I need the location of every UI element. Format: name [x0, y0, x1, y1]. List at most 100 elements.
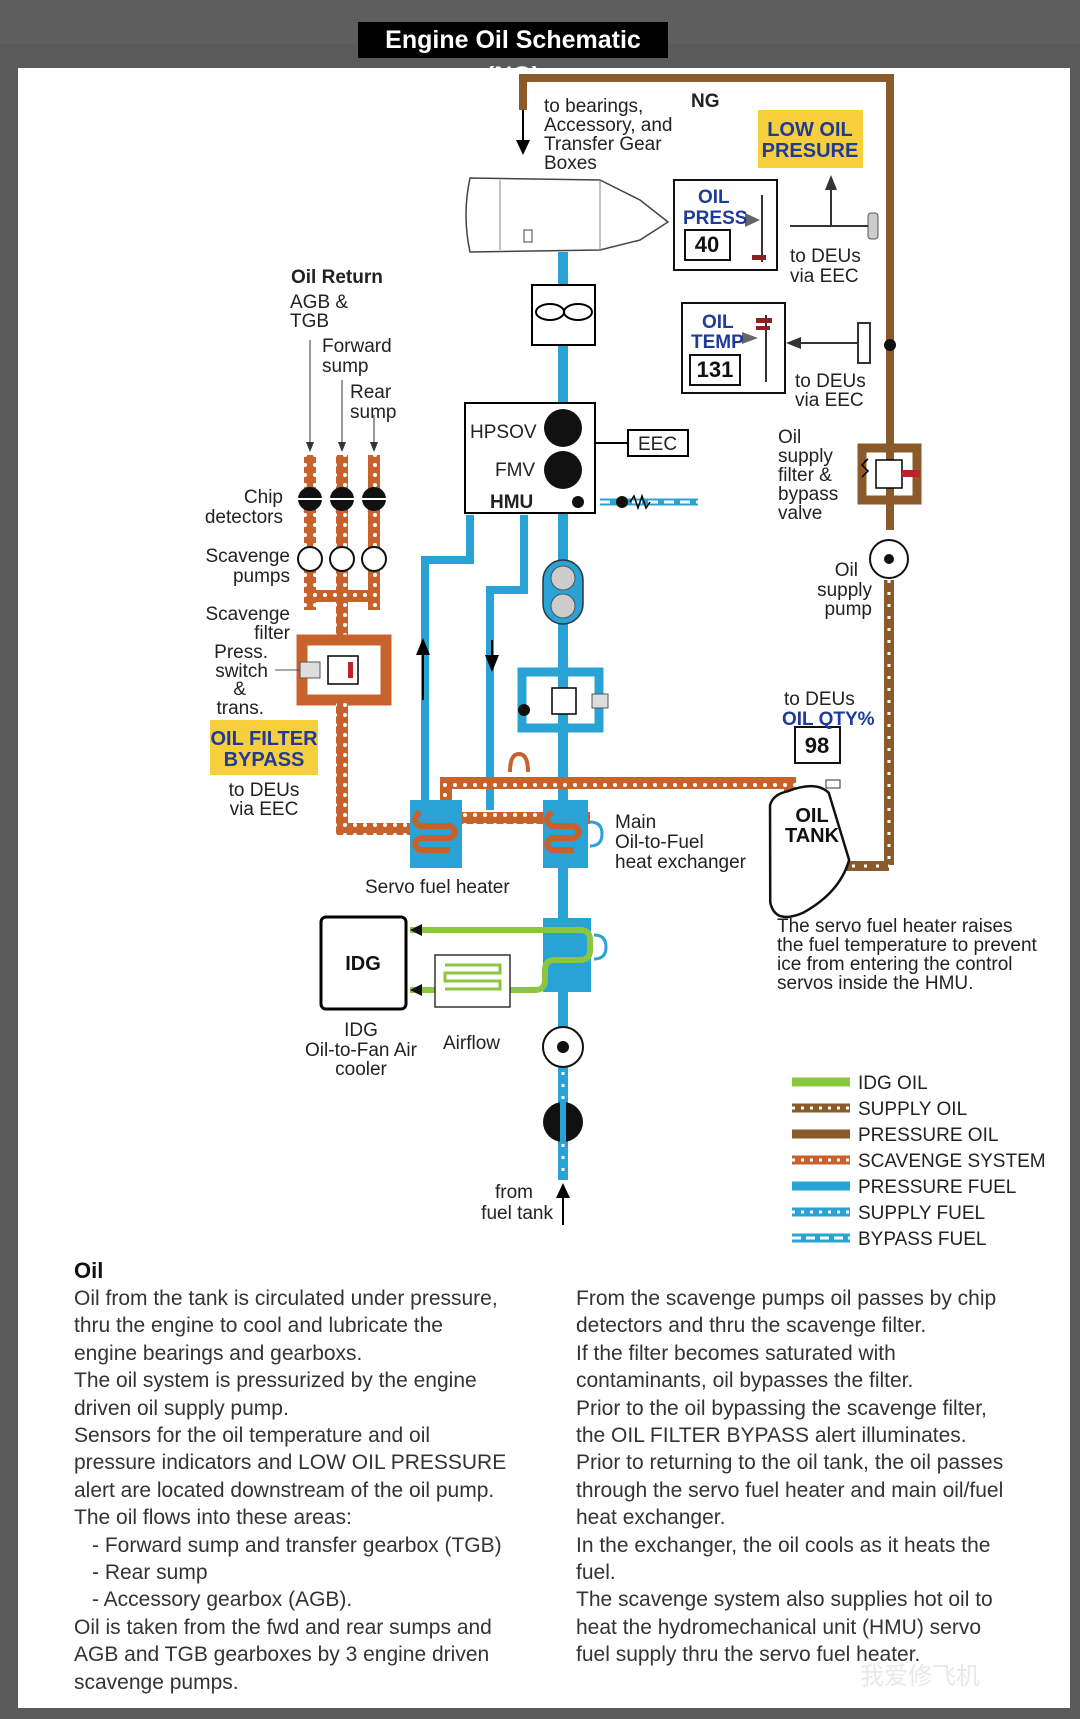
oil-return-arrows [306, 340, 378, 452]
oil-tank-label: OIL TANK [785, 805, 840, 847]
svg-text:Oil: Oil [835, 560, 858, 581]
legend-label: SUPPLY FUEL [858, 1203, 985, 1224]
low-oil-pressure-text: LOW OIL PRESURE [762, 119, 859, 162]
servo-fuel-heater-label: Servo fuel heater [365, 877, 510, 898]
chip-detectors-label: Chip detectors [205, 487, 283, 528]
svg-text:supply: supply [817, 580, 872, 601]
svg-text:servos inside the HMU.: servos inside the HMU. [777, 973, 973, 994]
svg-text:TANK: TANK [785, 825, 840, 847]
low-oil-pressure-alert [758, 110, 863, 168]
fuel-boost-pump-icon [542, 1026, 584, 1068]
idg-label: IDG [345, 953, 381, 975]
svg-text:OIL: OIL [698, 187, 730, 208]
svg-text:PRESS: PRESS [683, 208, 747, 229]
svg-text:sump: sump [350, 402, 396, 423]
hpsov-label: HPSOV [470, 422, 537, 443]
forward-sump-label: Forward sump [322, 336, 392, 377]
from-fuel-tank-label: from fuel tank [481, 1182, 553, 1224]
temp-sensor-small-icon [508, 751, 530, 773]
svg-text:to DEUs: to DEUs [790, 246, 861, 267]
scavenge-filter-label: Scavenge filter [205, 604, 290, 644]
rear-sump-label: Rear sump [350, 382, 396, 423]
fuel-check-valve-icon [543, 1102, 583, 1142]
pressure-fuel-lines [416, 252, 568, 1040]
svg-text:Transfer Gear: Transfer Gear [544, 134, 662, 155]
chip-detector-icons [296, 487, 388, 511]
text-line: the OIL FILTER BYPASS alert illuminates. [576, 1424, 967, 1448]
legend-label: IDG OIL [858, 1073, 928, 1094]
svg-text:trans.: trans. [216, 698, 264, 719]
engine-icon [465, 177, 670, 253]
svg-text:filter &: filter & [778, 465, 832, 486]
svg-text:Oil-to-Fuel: Oil-to-Fuel [615, 832, 704, 853]
agb-tgb-label: AGB & TGB [290, 292, 348, 332]
oil-temp-gauge [681, 302, 786, 394]
legend-label: BYPASS FUEL [858, 1229, 986, 1250]
svg-text:OIL: OIL [702, 312, 734, 333]
legend-label: PRESSURE OIL [858, 1125, 998, 1146]
text-line: heat exchanger. [576, 1506, 726, 1530]
text-line: - Rear sump [92, 1561, 208, 1585]
oil-supply-pump-icon [869, 539, 909, 579]
hmu-box [464, 402, 596, 514]
svg-text:via EEC: via EEC [795, 390, 864, 411]
svg-text:Boxes: Boxes [544, 153, 597, 174]
svg-text:via EEC: via EEC [230, 799, 299, 820]
to-deus-temp-label: to DEUs via EEC [795, 371, 866, 411]
oil-qty-box [794, 726, 841, 764]
oil-temp-value: 131 [697, 357, 734, 382]
gear-pump-icon [542, 559, 584, 625]
text-line: Oil from the tank is circulated under pr… [74, 1287, 498, 1310]
section-heading: Oil [74, 1258, 104, 1283]
text-line: Prior to returning to the oil tank, the … [576, 1451, 1004, 1475]
fuel-pump-icon [531, 284, 596, 346]
svg-text:cooler: cooler [335, 1059, 387, 1080]
svg-text:Rear: Rear [350, 382, 392, 403]
legend-label: PRESSURE FUEL [858, 1177, 1016, 1198]
text-line: Oil is taken from the fwd and rear sumps… [74, 1615, 492, 1639]
ng-label: NG [691, 91, 720, 112]
svg-text:Oil-to-Fan Air: Oil-to-Fan Air [305, 1040, 418, 1061]
svg-text:Scavenge: Scavenge [205, 546, 290, 567]
oil-tank-icon [768, 779, 851, 919]
servo-fuel-heater [410, 800, 462, 868]
scavenge-pump-icons [297, 546, 387, 572]
legend-label: SUPPLY OIL [858, 1099, 967, 1120]
svg-text:to DEUs: to DEUs [229, 780, 300, 801]
text-line: From the scavenge pumps oil passes by ch… [576, 1287, 997, 1310]
oil-press-value: 40 [695, 232, 719, 257]
legend: IDG OIL SUPPLY OIL PRESSURE OIL SCAVENGE SY… [792, 1073, 1046, 1250]
svg-text:to bearings,: to bearings, [544, 96, 643, 117]
svg-text:pumps: pumps [233, 566, 290, 587]
fuel-filter-box [517, 667, 609, 733]
oil-press-gauge [673, 179, 778, 271]
to-deus-press-label: to DEUs via EEC [790, 246, 861, 287]
legend-label: SCAVENGE SYSTEM [858, 1151, 1046, 1172]
svg-text:to DEUs: to DEUs [795, 371, 866, 392]
svg-text:sump: sump [322, 356, 368, 377]
text-line: contaminants, oil bypasses the filter. [576, 1369, 914, 1393]
svg-text:detectors: detectors [205, 507, 283, 528]
svg-text:Forward: Forward [322, 336, 392, 357]
svg-text:the fuel temperature to preven: the fuel temperature to prevent [777, 935, 1038, 956]
scavenge-filter-icon [275, 655, 359, 685]
bearings-arrowhead [516, 140, 530, 155]
airflow-label: Airflow [443, 1033, 500, 1054]
text-line: If the filter becomes saturated with [576, 1341, 896, 1365]
svg-text:IDG: IDG [344, 1020, 378, 1041]
text-line: The oil flows into these areas: [74, 1506, 352, 1530]
eec-label: EEC [638, 434, 677, 455]
svg-text:Accessory, and: Accessory, and [544, 115, 672, 136]
oil-filter-bypass-alert [210, 720, 318, 775]
eec-box [595, 429, 689, 457]
svg-text:TEMP: TEMP [691, 332, 744, 353]
text-line: through the servo fuel heater and main o… [576, 1478, 1004, 1502]
svg-text:fuel tank: fuel tank [481, 1203, 553, 1224]
text-line: engine bearings and gearboxs. [74, 1341, 363, 1365]
idg-cooler-label: IDG Oil-to-Fan Air cooler [305, 1020, 418, 1080]
text-line: AGB and TGB gearboxes by 3 engine driven [74, 1643, 490, 1667]
svg-text:from: from [495, 1182, 533, 1203]
text-line: driven oil supply pump. [74, 1396, 289, 1420]
press-switch-label: Press. switch & trans. [214, 642, 268, 719]
